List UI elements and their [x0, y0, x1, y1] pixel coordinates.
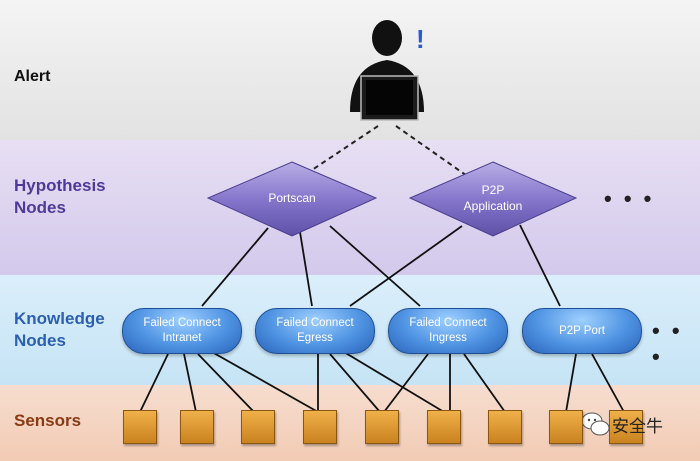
knowledge-label-line1: Failed Connect [143, 317, 221, 329]
sensor-node [123, 410, 157, 444]
sensor-node [488, 410, 522, 444]
knowledge-label-line2: Ingress [429, 332, 467, 344]
hypothesis-links [201, 224, 561, 307]
knowledge-node-p2p-port: P2P Port [522, 308, 642, 354]
analyst-icon [350, 20, 424, 121]
sensor-node [365, 410, 399, 444]
layer-label-hypothesis-line1: Hypothesis [14, 176, 106, 195]
alert-link-p2p [395, 125, 471, 179]
knowledge-label-line2: Intranet [162, 332, 202, 344]
hypothesis-node-portscan [206, 161, 378, 237]
knowledge-label-line2: Egress [297, 332, 333, 344]
layer-label-knowledge-line1: Knowledge [14, 309, 105, 328]
sensor-node [241, 410, 275, 444]
sensor-node [427, 410, 461, 444]
knowledge-node-intranet: Failed Connect Intranet [122, 308, 242, 354]
knowledge-ellipsis: • • • [652, 318, 683, 369]
layer-label-hypothesis: Hypothesis Nodes [14, 175, 134, 219]
sensor-links [139, 351, 625, 413]
alert-exclamation: ! [416, 24, 425, 54]
hypothesis-label-p2p: P2P Application [433, 182, 553, 214]
layer-label-hypothesis-line2: Nodes [14, 198, 66, 217]
alert-link-portscan [299, 125, 379, 179]
knowledge-node-ingress: Failed Connect Ingress [388, 308, 508, 354]
knowledge-node-egress: Failed Connect Egress [255, 308, 375, 354]
sensor-node [180, 410, 214, 444]
watermark: 安全牛 [582, 411, 663, 437]
sensor-node [303, 410, 337, 444]
layer-label-alert: Alert [14, 68, 51, 85]
hypothesis-label-portscan: Portscan [232, 190, 352, 206]
hypothesis-label-line1: Portscan [268, 191, 316, 205]
layer-label-sensors: Sensors [14, 411, 82, 430]
watermark-text: 安全牛 [612, 416, 663, 437]
wechat-icon [581, 412, 610, 436]
hypothesis-label-line2: Application [463, 199, 523, 213]
knowledge-label-line1: Failed Connect [409, 317, 487, 329]
layer-label-knowledge-line2: Nodes [14, 331, 66, 350]
layer-label-knowledge: Knowledge Nodes [14, 308, 134, 352]
hypothesis-node-p2p [408, 161, 578, 237]
knowledge-label-line1: Failed Connect [276, 317, 354, 329]
sensor-node [549, 410, 583, 444]
hypothesis-ellipsis: • • • [604, 186, 655, 211]
alert-band [0, 0, 700, 140]
sensor-node [609, 410, 643, 444]
hypothesis-label-line1: P2P [481, 183, 505, 197]
knowledge-label-line1: P2P Port [559, 324, 605, 337]
